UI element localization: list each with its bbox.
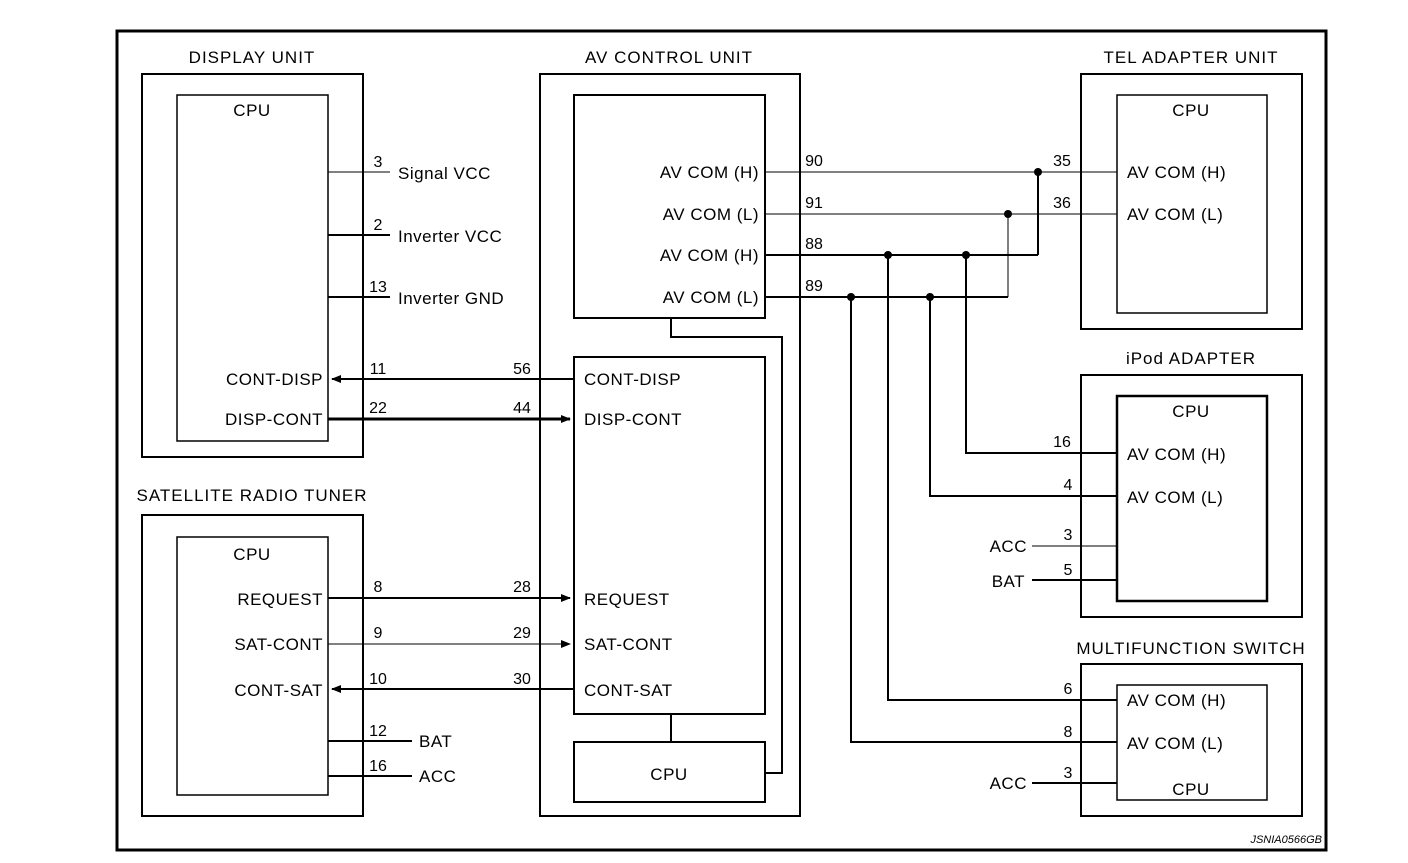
wire-pin-number: 11	[370, 361, 387, 378]
ipod-pin-number: 4	[1064, 477, 1073, 494]
ipod-adapter-cpu-box	[1115, 394, 1269, 603]
av-io-cont-disp-label: CONT-DISP	[584, 370, 681, 389]
ipod-pin-av-com-l: AV COM (L)	[1127, 488, 1223, 507]
satellite-pin-acc: ACC	[419, 767, 456, 786]
av-control-box	[539, 73, 801, 817]
satellite-title: SATELLITE RADIO TUNER	[136, 486, 367, 505]
tel-adapter-title: TEL ADAPTER UNIT	[1103, 48, 1278, 67]
display-pin-disp-cont: DISP-CONT	[225, 410, 323, 429]
tel-pin-av-com-h: AV COM (H)	[1127, 163, 1226, 182]
ipod-pin-number: 5	[1064, 562, 1073, 579]
wire-pin-number: 22	[369, 400, 387, 417]
av-control-title: AV CONTROL UNIT	[585, 48, 753, 67]
display-pin-number: 3	[374, 154, 383, 171]
wire-pin-number: 29	[513, 625, 531, 642]
ipod-adapter: iPod ADAPTER CPU 16 AV COM (H) 4 AV COM …	[990, 349, 1303, 618]
av-io-cont-sat-label: CONT-SAT	[584, 681, 673, 700]
satellite-pin-bat: BAT	[419, 732, 452, 751]
ipod-pin-number: 3	[1064, 527, 1073, 544]
satellite-pin-number: 16	[369, 758, 387, 775]
tel-adapter-box	[1080, 73, 1303, 330]
tel-adapter-cpu-box	[1116, 94, 1268, 314]
multifunction-cpu-box	[1116, 684, 1268, 801]
av-com-l-89-label: AV COM (L)	[663, 288, 759, 307]
wire-pin-number: 30	[513, 671, 531, 688]
multifunction-pin-number: 6	[1064, 681, 1073, 698]
satellite-cpu-box	[176, 536, 329, 796]
wire-pin-number: 9	[374, 625, 383, 642]
display-unit: DISPLAY UNIT CPU 3 Signal VCC 2 Inverter…	[141, 48, 504, 458]
av-io-disp-cont-label: DISP-CONT	[584, 410, 682, 429]
av-control-cpu-label: CPU	[650, 765, 687, 784]
multifunction-pin-av-com-l: AV COM (L)	[1127, 734, 1223, 753]
multifunction-pin-acc: ACC	[990, 774, 1027, 793]
multifunction-pin-av-com-h: AV COM (H)	[1127, 691, 1226, 710]
bus-pin-number: 90	[805, 153, 823, 170]
av-com-h-90-label: AV COM (H)	[660, 163, 759, 182]
wire-pin-number: 44	[513, 400, 531, 417]
display-pin-inverter-gnd: Inverter GND	[398, 289, 504, 308]
display-pin-signal-vcc: Signal VCC	[398, 164, 491, 183]
multifunction-switch: MULTIFUNCTION SWITCH 6 AV COM (H) 8 AV C…	[990, 639, 1305, 817]
display-unit-cpu-label: CPU	[233, 101, 270, 120]
multifunction-cpu-label: CPU	[1172, 780, 1209, 799]
ipod-adapter-title: iPod ADAPTER	[1126, 349, 1256, 368]
signal-wires: 11 56 22 44 8 28 9 29 10 30	[328, 361, 574, 693]
diagram-code: JSNIA0566GB	[1249, 834, 1322, 846]
ipod-pin-acc: ACC	[990, 537, 1027, 556]
display-pin-cont-disp: CONT-DISP	[226, 370, 323, 389]
wire-pin-number: 28	[513, 579, 531, 596]
wire-pin-number: 8	[374, 579, 383, 596]
tel-pin-number: 35	[1053, 153, 1071, 170]
multifunction-title: MULTIFUNCTION SWITCH	[1076, 639, 1305, 658]
ipod-adapter-cpu-label: CPU	[1172, 402, 1209, 421]
tel-pin-av-com-l: AV COM (L)	[1127, 205, 1223, 224]
satellite-pin-number: 12	[369, 723, 387, 740]
bus-pin-number: 89	[805, 278, 823, 295]
av-io-request-label: REQUEST	[584, 590, 670, 609]
multifunction-pin-number: 8	[1064, 724, 1073, 741]
satellite-pin-sat-cont: SAT-CONT	[234, 635, 323, 654]
multifunction-box	[1080, 663, 1303, 817]
ipod-pin-av-com-h: AV COM (H)	[1127, 445, 1226, 464]
satellite-pin-cont-sat: CONT-SAT	[234, 681, 323, 700]
av-com-h-88-label: AV COM (H)	[660, 246, 759, 265]
outer-frame	[115, 29, 1328, 852]
av-control-io-box	[573, 356, 766, 715]
tel-adapter-cpu-label: CPU	[1172, 101, 1209, 120]
satellite-radio-tuner: SATELLITE RADIO TUNER CPU REQUEST SAT-CO…	[136, 486, 456, 817]
wire-pin-number: 56	[513, 361, 531, 378]
display-pin-number: 2	[374, 217, 383, 234]
av-com-l-91-label: AV COM (L)	[663, 205, 759, 224]
av-control-unit: AV CONTROL UNIT CPU AV COM (H) AV COM (L…	[539, 48, 801, 817]
bus-pin-number: 88	[805, 236, 823, 253]
wire-pin-number: 10	[369, 671, 387, 688]
satellite-cpu-label: CPU	[233, 545, 270, 564]
satellite-box	[141, 514, 364, 817]
av-io-sat-cont-label: SAT-CONT	[584, 635, 673, 654]
av-com-bus: 90 91 88 89	[765, 153, 1117, 743]
display-pin-number: 13	[369, 279, 387, 296]
satellite-pin-request: REQUEST	[237, 590, 323, 609]
tel-adapter-unit: TEL ADAPTER UNIT CPU 35 AV COM (H) 36 AV…	[1053, 48, 1303, 330]
display-unit-title: DISPLAY UNIT	[189, 48, 316, 67]
display-unit-box	[141, 73, 364, 458]
ipod-pin-bat: BAT	[992, 572, 1025, 591]
display-unit-cpu-box	[176, 94, 329, 442]
display-pin-inverter-vcc: Inverter VCC	[398, 227, 502, 246]
ipod-adapter-box	[1080, 374, 1303, 618]
tel-pin-number: 36	[1053, 195, 1071, 212]
multifunction-pin-number: 3	[1064, 765, 1073, 782]
ipod-pin-number: 16	[1053, 434, 1071, 451]
bus-pin-number: 91	[805, 195, 823, 212]
av-control-com-box	[573, 94, 766, 319]
